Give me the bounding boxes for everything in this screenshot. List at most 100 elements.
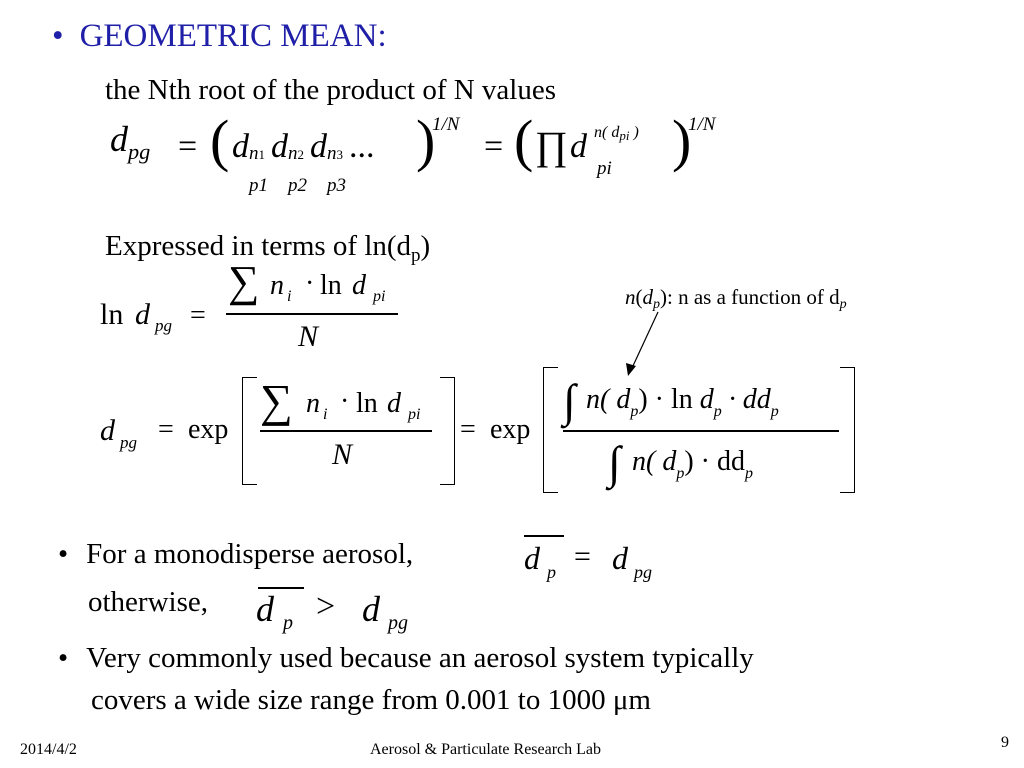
eq4-equals: =	[574, 540, 591, 573]
bullet-symbol-1: •	[58, 538, 69, 570]
eq3-int-den-mid: ) · dd	[684, 446, 745, 477]
title-text: GEOMETRIC MEAN:	[79, 18, 387, 54]
eq3-right-bracket	[440, 377, 455, 485]
eq3-int-num: n( dp) · ln dp · ddp	[586, 384, 779, 421]
eq1-left-paren-2: (	[514, 108, 534, 173]
eq3-exp: exp	[188, 414, 229, 445]
eq1-n3-sub: 3	[336, 147, 344, 162]
eq3-d: d	[100, 414, 115, 447]
annotation-arrow	[626, 311, 659, 376]
eq2-ln: ln	[100, 298, 124, 331]
eq3-integral-den: ∫	[608, 437, 621, 488]
eq1-pi-sup-sub: pi	[619, 128, 630, 143]
eq2-equals: =	[190, 300, 206, 331]
annot-n: n	[625, 285, 636, 309]
eq4-p: p	[547, 562, 556, 582]
eq1-d1: d	[232, 128, 249, 165]
eq3-dot: ·	[340, 386, 350, 417]
annot-end-sub: p	[839, 297, 847, 312]
bullet-monodisperse: •For a monodisperse aerosol,	[58, 538, 413, 571]
eq3-int-den-p: p	[676, 465, 685, 482]
annot-d: d	[642, 285, 654, 309]
eq1-d-pi: d	[570, 128, 587, 165]
slide-title: •GEOMETRIC MEAN:	[52, 18, 387, 55]
eq1-p2: p2	[288, 175, 307, 196]
eq3-int-den-text: n( d	[632, 446, 677, 477]
eq3-right-bracket-2	[840, 367, 855, 493]
eq3-pg: pg	[120, 433, 137, 452]
eq2-pg: pg	[155, 316, 172, 335]
eq2-d: d	[135, 298, 150, 331]
ln-heading-prefix: Expressed in terms of ln(d	[105, 230, 412, 262]
eq1-right-paren: )	[416, 108, 436, 173]
eq3-left-bracket	[242, 377, 257, 485]
annotation-n-of-dp: n(dp): n as a function of dp	[625, 285, 847, 313]
eq2-fraction-bar	[226, 313, 398, 315]
eq3-N: N	[332, 438, 353, 471]
eq1-dots: ...	[349, 128, 375, 165]
eq3-ni: n	[306, 388, 320, 419]
eq1-exponent-2: 1/N	[688, 114, 716, 135]
product-symbol: ∏	[535, 123, 568, 168]
eq3-int-num-d-p: p	[713, 403, 722, 420]
eq1-pi-sub: pi	[597, 158, 612, 179]
eq3-d-num: d	[387, 388, 401, 419]
eq2-i: i	[287, 288, 292, 305]
annot-text: ): n as a function of d	[660, 285, 840, 309]
eq1-n2: n	[288, 143, 298, 164]
ln-heading-sub: p	[411, 245, 421, 266]
eq3-int-num-mid: ) · ln	[638, 384, 693, 415]
eq1-pi-sup: n( dpi )	[594, 124, 639, 144]
eq3-ln: ln	[356, 388, 378, 419]
eq3-int-num-p: p	[630, 403, 639, 420]
eq3-int-num-d: d	[699, 384, 714, 415]
bullet-wide-range-line2: covers a wide size range from 0.001 to 1…	[91, 684, 651, 716]
eq3-exp-2: exp	[490, 414, 531, 445]
eq3-fraction-bar-2	[563, 430, 839, 432]
eq5-p: p	[283, 612, 293, 634]
eq2-N: N	[298, 320, 319, 353]
eq3-equals: =	[158, 414, 174, 445]
eq5-gt: >	[316, 588, 336, 625]
eq2-sum: ∑	[228, 257, 260, 306]
equation-geometric-mean: dpg	[110, 118, 150, 165]
eq1-equals: =	[178, 128, 198, 165]
eq1-n1: n	[249, 143, 259, 164]
eq3-fraction-bar-1	[260, 430, 432, 432]
eq1-n2-sub: 2	[297, 147, 305, 162]
eq5-dp: d	[256, 589, 274, 629]
eq3-sum: ∑	[260, 375, 293, 426]
bullet-wide-range-line1: Very commonly used because an aerosol sy…	[86, 642, 754, 674]
eq3-left-bracket-2	[543, 367, 558, 493]
eq1-d3: d	[310, 128, 327, 165]
footer-date: 2014/4/2	[20, 741, 77, 758]
eq3-int-num-end: · dd	[721, 384, 771, 415]
eq2-pi: pi	[373, 288, 386, 305]
eq3-int-num-end-p: p	[770, 403, 779, 420]
mean-overline-2	[258, 587, 304, 589]
bullet-wide-range: •Very commonly used because an aerosol s…	[58, 642, 754, 675]
ln-heading-suffix: )	[420, 230, 431, 262]
eq3-int-den: n( dp) · ddp	[632, 446, 753, 483]
eq2-d-num: d	[352, 270, 366, 301]
eq4-dp: d	[524, 540, 540, 576]
eq1-lhs-sub: pg	[128, 138, 151, 164]
eq2-ln-num: ln	[320, 270, 342, 301]
eq3-equals-2: =	[460, 414, 476, 445]
eq1-p1: p1	[249, 175, 268, 196]
eq1-left-paren: (	[210, 108, 230, 173]
eq1-right-paren-2: )	[672, 108, 692, 173]
eq2-ni: n	[270, 270, 284, 301]
definition-text: the Nth root of the product of N values	[105, 74, 557, 106]
eq3-integral-num: ∫	[563, 375, 576, 426]
eq3-pi: pi	[408, 406, 421, 423]
otherwise-text: otherwise,	[88, 586, 208, 618]
eq1-d2: d	[271, 128, 288, 165]
eq1-n3: n	[327, 143, 337, 164]
footer-lab: Aerosol & Particulate Research Lab	[370, 741, 602, 758]
eq3-i: i	[323, 406, 328, 423]
eq1-n1-sub: 1	[258, 147, 266, 162]
mean-overline-1	[524, 535, 564, 537]
eq3-int-den-end-p: p	[744, 465, 753, 482]
